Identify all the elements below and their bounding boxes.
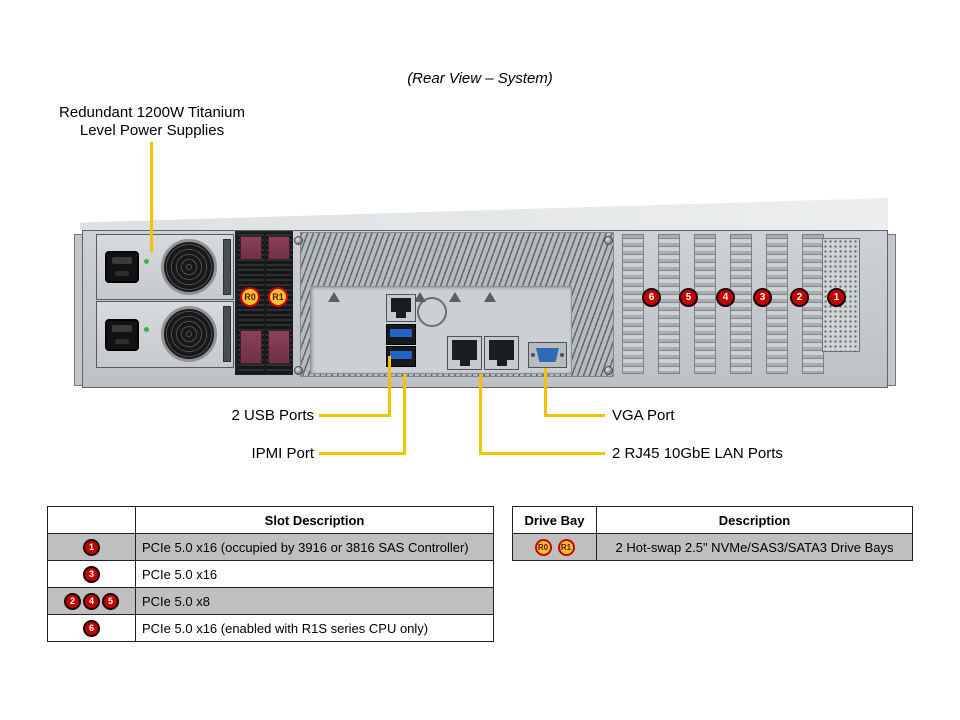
psu-latch [223,306,231,362]
psu-latch [223,239,231,295]
psu-led [144,327,149,332]
lan-callout-line [482,452,605,455]
slot-number-badge-3: 3 [753,288,772,307]
table-row: 1 PCIe 5.0 x16 (occupied by 3916 or 3816… [47,533,494,561]
vga-callout-label: VGA Port [612,407,675,424]
warning-triangle-icon [449,292,461,302]
screw-icon [294,366,303,375]
power-supply-top [96,234,234,300]
ipmi-callout-label: IPMI Port [251,445,314,462]
vga-callout-line [547,414,605,417]
server-rear-view: R0 R1 6 5 4 3 2 1 [74,194,896,388]
slot-number-badge-4: 4 [716,288,735,307]
slot-badge: 3 [83,565,100,583]
drive-bay-description: 2 Hot-swap 2.5" NVMe/SAS3/SATA3 Drive Ba… [596,533,913,561]
slot-badge-cell: 3 [47,560,136,588]
lan-port-1 [447,336,482,370]
slot-description: PCIe 5.0 x16 (enabled with R1S series CP… [135,614,494,642]
psu-led [144,259,149,264]
warning-triangle-icon [414,292,426,302]
vga-port [528,342,567,368]
pcie-slot-cover [658,234,680,374]
ipmi-callout-line [403,374,406,455]
table-row: 6 PCIe 5.0 x16 (enabled with R1S series … [47,614,494,642]
lan-callout-label: 2 RJ45 10GbE LAN Ports [612,445,783,462]
warning-triangle-icon [328,292,340,302]
screw-icon [604,236,613,245]
slot-description: PCIe 5.0 x16 (occupied by 3916 or 3816 S… [135,533,494,561]
usb-callout-line [388,356,391,417]
table-row: 3 PCIe 5.0 x16 [47,560,494,588]
pcie-slot-cover [694,234,716,374]
psu-callout-line [150,142,153,252]
ipmi-port [386,294,416,322]
psu-label-line2: Level Power Supplies [79,122,225,139]
drive-bay-badge: R0 [534,538,552,556]
psu-fan-icon [161,306,217,362]
slot-number-badge-1: 1 [827,288,846,307]
slot-badge: 1 [83,538,100,556]
slot-badge-cell: 6 [47,614,136,642]
usb-port-2 [386,346,416,367]
description-header: Description [596,506,913,534]
usb-port-1 [386,324,416,345]
lan-port-2 [484,336,519,370]
usb-callout-line [319,414,391,417]
ac-inlet [105,319,139,351]
ac-inlet [105,251,139,283]
slot-number-badge-2: 2 [790,288,809,307]
drive-tray-latch [240,236,262,260]
screw-icon [604,366,613,375]
vga-callout-line [544,368,547,417]
usb-callout-label: 2 USB Ports [231,407,314,424]
screw-icon [294,236,303,245]
pcie-slot-cover [622,234,644,374]
slot-table-corner-cell [47,506,136,534]
table-row: R0 R1 2 Hot-swap 2.5" NVMe/SAS3/SATA3 Dri… [512,533,913,561]
slot-badge: 5 [102,592,119,610]
slot-number-badge-6: 6 [642,288,661,307]
slot-badge: 6 [83,619,100,637]
drive-bay-table: Drive Bay Description R0 R1 2 Hot-swap 2.… [512,506,913,561]
psu-label-line1: Redundant 1200W Titanium [59,104,245,121]
drive-table-header-row: Drive Bay Description [512,506,913,534]
psu-callout-label: Redundant 1200W Titanium Level Power Sup… [42,104,262,140]
ipmi-callout-line [319,452,406,455]
power-supply-bottom [96,301,234,368]
pcie-slot-cover [766,234,788,374]
slot-table-header-row: Slot Description [47,506,494,534]
chassis-top-face [80,198,888,230]
psu-fan-icon [161,239,217,295]
io-port-recess [310,286,572,374]
drive-bay-header: Drive Bay [512,506,597,534]
slot-table-header: Slot Description [135,506,494,534]
slot-badge-cell: 1 [47,533,136,561]
slot-description: PCIe 5.0 x8 [135,587,494,615]
slot-number-badge-5: 5 [679,288,698,307]
slot-description: PCIe 5.0 x16 [135,560,494,588]
drive-tray-handle [268,330,290,364]
drive-bay-badge-r1: R1 [268,287,288,307]
slot-description-table: Slot Description 1 PCIe 5.0 x16 (occupie… [47,506,494,642]
lan-callout-line [479,374,482,455]
diagram-title: (Rear View – System) [407,70,553,87]
drive-bay-badge-r0: R0 [240,287,260,307]
drive-bay-badge-cell: R0 R1 [512,533,597,561]
drive-tray-handle [240,330,262,364]
drive-tray-latch [268,236,290,260]
uid-button-marking [417,297,447,327]
slot-badge: 2 [64,592,81,610]
slot-badge: 4 [83,592,100,610]
pcie-slot-cover [730,234,752,374]
drive-bay-badge: R1 [557,538,575,556]
warning-triangle-icon [484,292,496,302]
